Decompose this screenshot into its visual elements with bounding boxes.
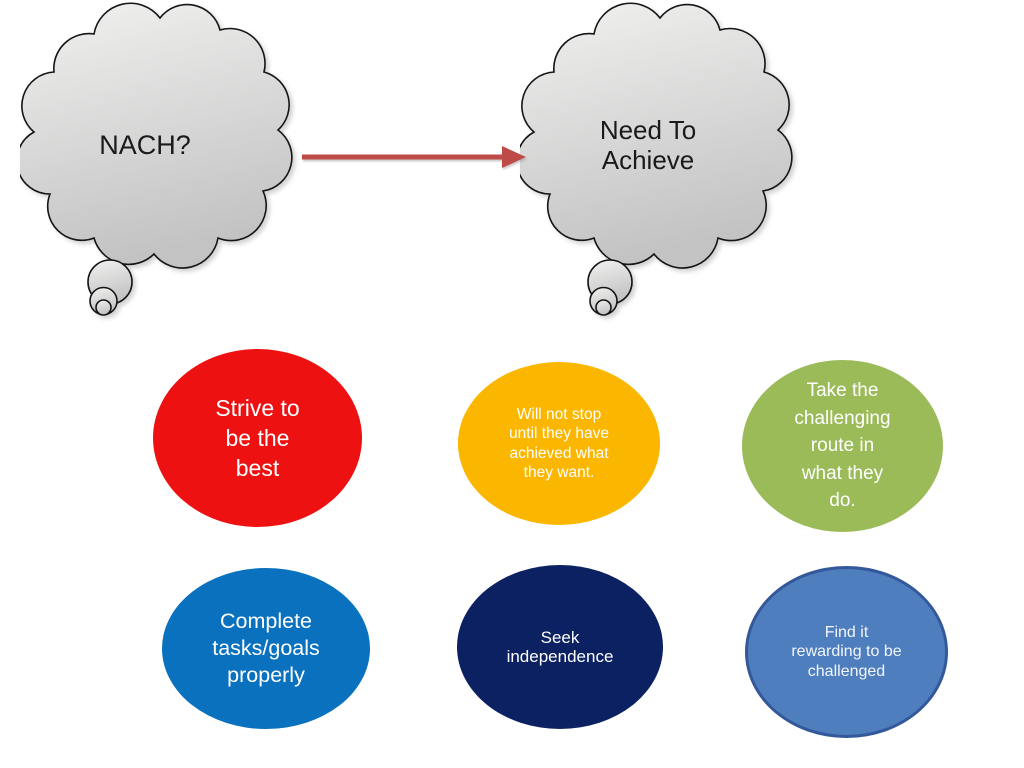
right-arrow-icon xyxy=(302,146,526,168)
bubble-seek-independence: Seek independence xyxy=(457,565,663,729)
arrow-head xyxy=(502,146,526,168)
bubble-strive-to-be-the-best: Strive to be the best xyxy=(153,349,362,527)
bubble-text: Will not stop until they have achieved w… xyxy=(509,405,609,482)
cloud-label-right: Need To Achieve xyxy=(599,115,697,175)
bubble-text: Complete tasks/goals properly xyxy=(212,609,320,687)
bubble-will-not-stop: Will not stop until they have achieved w… xyxy=(458,362,660,525)
bubble-find-it-rewarding: Find it rewarding to be challenged xyxy=(745,566,948,738)
bubble-text: Strive to be the best xyxy=(215,395,300,481)
bubble-take-challenging-route: Take the challenging route in what they … xyxy=(742,360,943,532)
cloud-label-left: NACH? xyxy=(99,130,191,160)
bubble-complete-tasks-goals: Complete tasks/goals properly xyxy=(162,568,370,729)
bubble-text: Find it rewarding to be challenged xyxy=(791,623,902,680)
bubble-text: Take the challenging route in what they … xyxy=(794,380,891,512)
bubble-text: Seek independence xyxy=(506,628,614,666)
thought-cloud-icon xyxy=(20,2,293,316)
